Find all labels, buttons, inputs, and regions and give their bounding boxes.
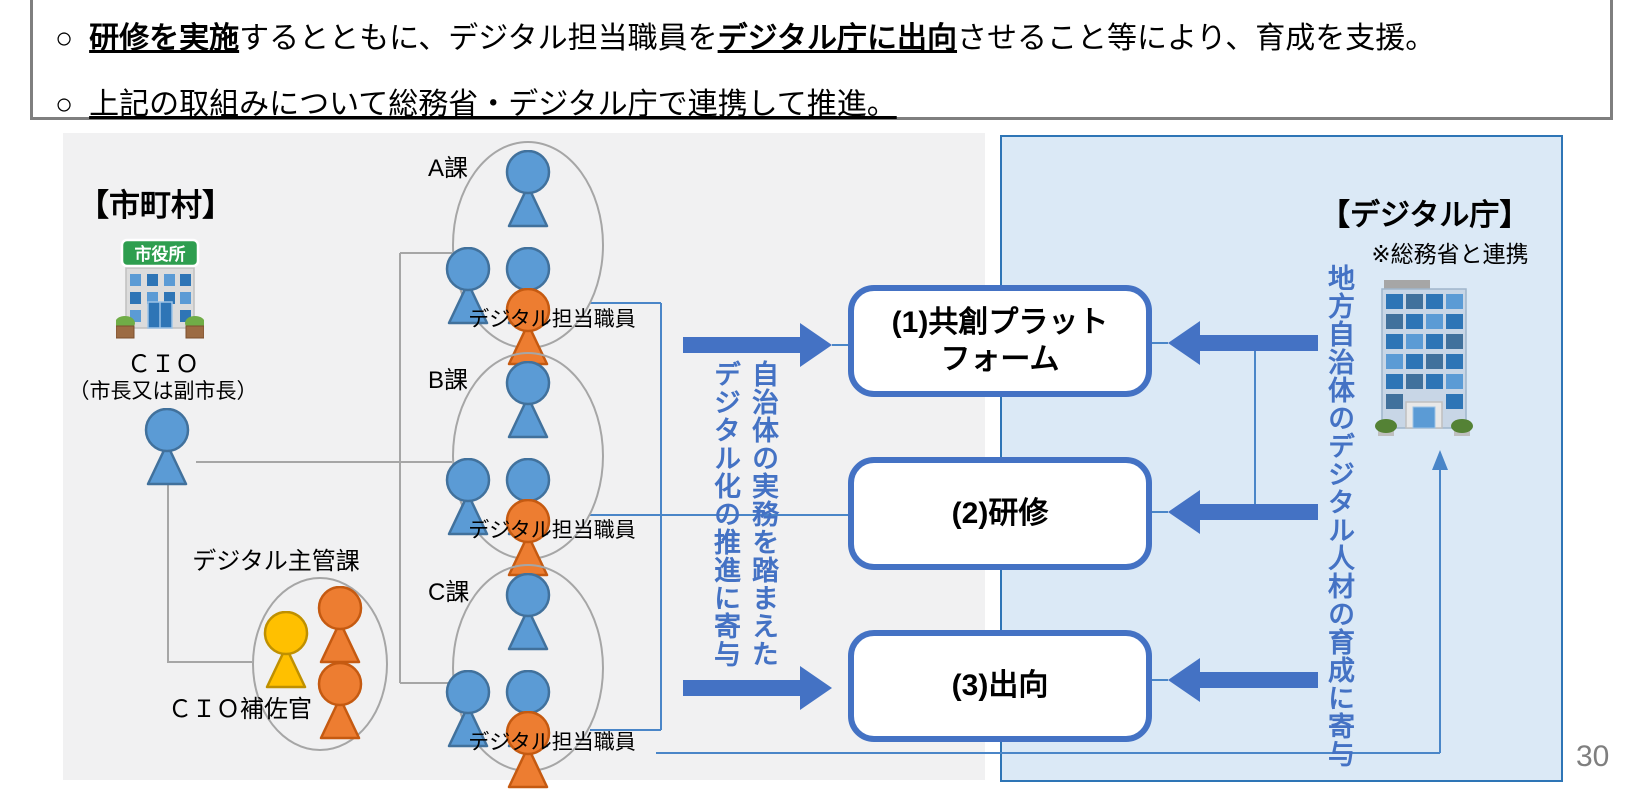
callout-line-1-text: 研修を実施するとともに、デジタル担当職員をデジタル庁に出向させること等により、育… bbox=[89, 22, 1436, 55]
middle-caption-col1: 自治体の実務を踏まえた bbox=[748, 360, 778, 668]
group-label-c: C課 bbox=[428, 579, 470, 606]
cio-aide-label: ＣＩＯ補佐官 bbox=[168, 696, 312, 723]
agency-vertical-caption: 地方自治体のデジタル人材の育成に寄与 bbox=[1320, 264, 1358, 784]
group-label-a: A課 bbox=[428, 155, 469, 182]
group-label-b: B課 bbox=[428, 367, 469, 394]
measure-box-1: (1)共創プラット フォーム bbox=[848, 285, 1152, 397]
person-icon-blue bbox=[507, 574, 549, 649]
municipality-title: 【市町村】 bbox=[78, 188, 233, 223]
measure-box-2: (2)研修 bbox=[848, 457, 1152, 570]
cio-aide-icon-yellow bbox=[265, 612, 307, 687]
bullet-marker: ○ bbox=[55, 22, 74, 55]
digital-staff-label: デジタル担当職員 bbox=[468, 731, 636, 754]
digital-agency-title: 【デジタル庁】 bbox=[1320, 199, 1530, 232]
cio-aide-icon-orange bbox=[319, 587, 361, 662]
person-icon-blue bbox=[507, 151, 549, 226]
summary-callout: ○ 研修を実施するとともに、デジタル担当職員をデジタル庁に出向させること等により… bbox=[30, 0, 1613, 123]
bullet-marker: ○ bbox=[55, 88, 74, 121]
agency-caption-text: 地方自治体のデジタル人材の育成に寄与 bbox=[1324, 264, 1354, 768]
city-hall-sign: 市役所 bbox=[135, 244, 186, 264]
cio-aide-icon-orange bbox=[319, 663, 361, 738]
callout-line-2: ○ 上記の取組みについて総務省・デジタル庁で連携して推進。 bbox=[55, 79, 897, 123]
measure-box-3: (3)出向 bbox=[848, 630, 1152, 742]
cio-person-icon bbox=[146, 409, 188, 484]
digital-dept-ellipse bbox=[252, 577, 388, 751]
cio-label: ＣＩＯ bbox=[127, 351, 199, 378]
digital-staff-label: デジタル担当職員 bbox=[468, 308, 636, 331]
person-icon-blue bbox=[507, 362, 549, 437]
digital-dept-label: デジタル主管課 bbox=[192, 548, 360, 575]
callout-line-1: ○ 研修を実施するとともに、デジタル担当職員をデジタル庁に出向させること等により… bbox=[55, 13, 1435, 57]
digital-staff-label: デジタル担当職員 bbox=[468, 519, 636, 542]
agency-note: ※総務省と連携 bbox=[1371, 241, 1529, 267]
callout-line-2-text: 上記の取組みについて総務省・デジタル庁で連携して推進。 bbox=[89, 88, 897, 121]
agency-building-icon bbox=[1375, 280, 1473, 436]
page-number: 30 bbox=[1576, 740, 1610, 773]
cio-sub-label: （市長又は副市長） bbox=[68, 380, 258, 403]
middle-caption-col2: デジタル化の推進に寄与 bbox=[710, 360, 740, 668]
middle-vertical-caption: 自治体の実務を踏まえた デジタル化の推進に寄与 bbox=[706, 360, 782, 675]
city-hall-icon: 市役所 bbox=[116, 238, 204, 339]
